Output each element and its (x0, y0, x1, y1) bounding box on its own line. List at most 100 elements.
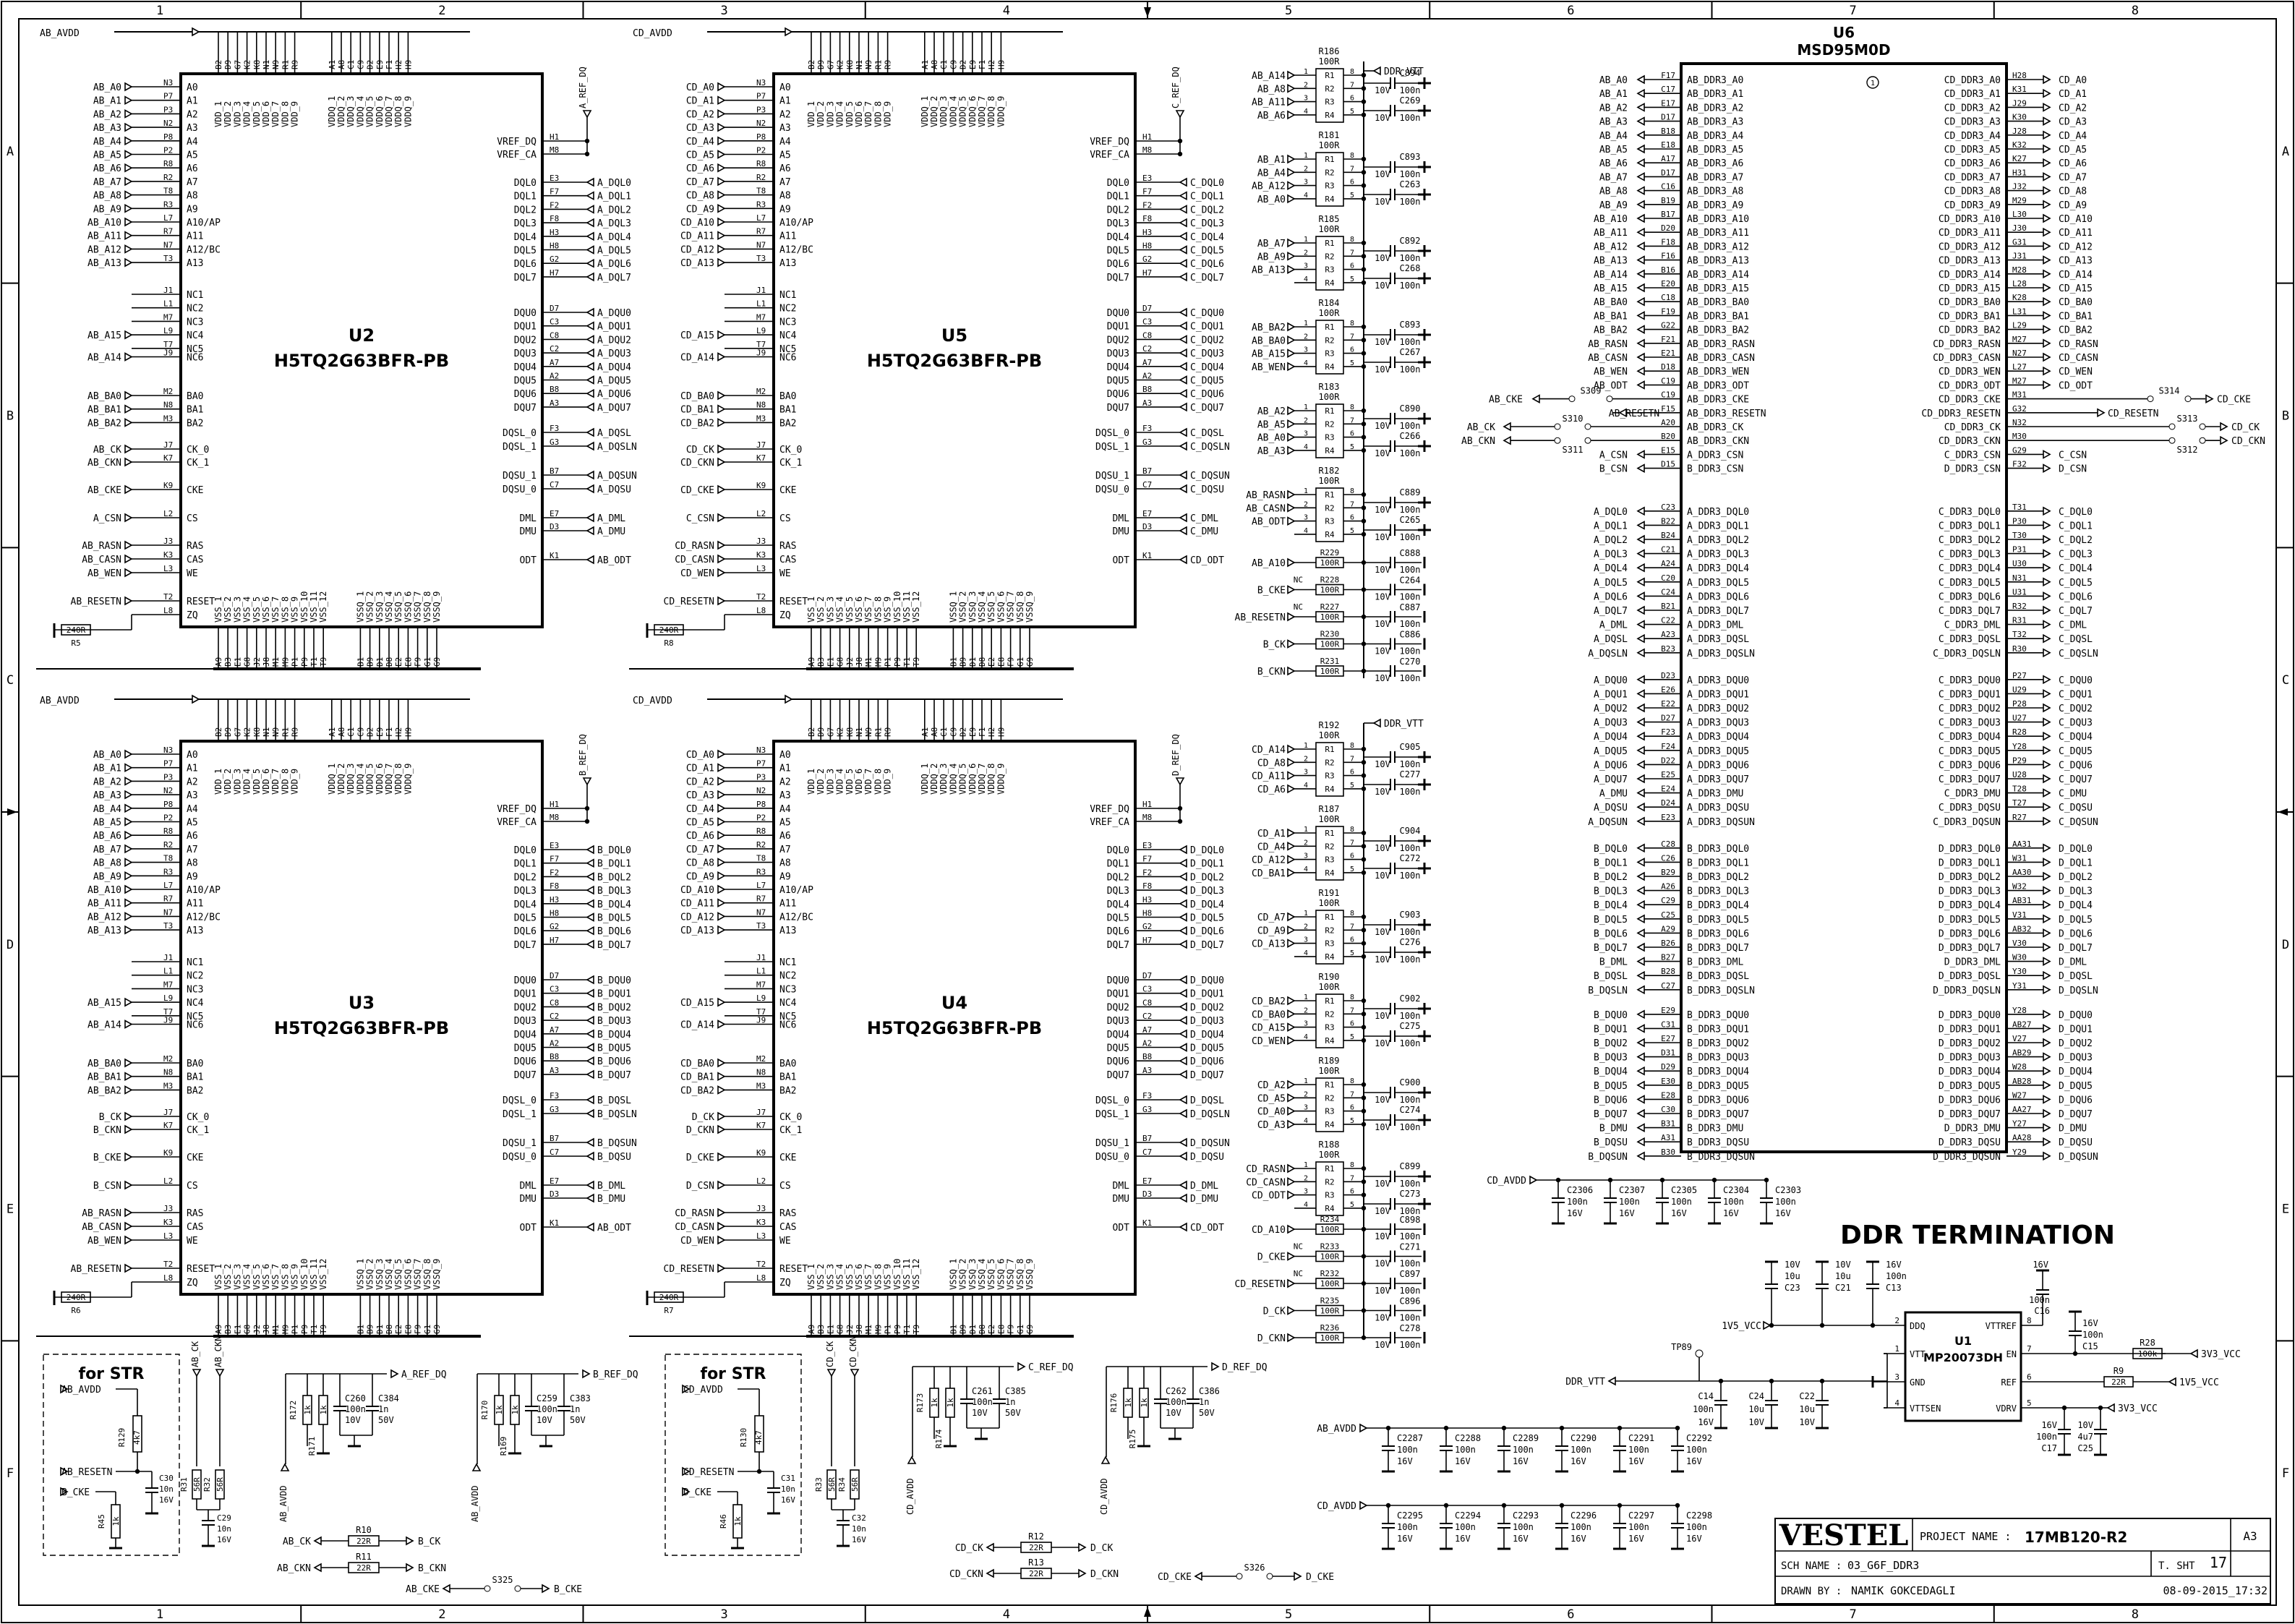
pin-number: C21 (1661, 545, 1675, 555)
pin-number: E3 (550, 174, 559, 183)
pin-name: VREF_DQ (497, 804, 537, 815)
cap-value: 1n (570, 1404, 580, 1414)
net-label: CD_A4 (686, 137, 714, 148)
border-row-label: F (2282, 1466, 2289, 1481)
net-label: AB_A0 (1257, 433, 1286, 444)
pin-number: P9 (300, 1325, 309, 1334)
net-label: CD_A6 (1257, 785, 1286, 795)
pin-name: VSSQ_1 (355, 1259, 365, 1290)
pin-number: 2 (1304, 1174, 1308, 1182)
pin-number: N31 (2012, 573, 2027, 583)
pin-number: E20 (1661, 279, 1675, 289)
rpack-element: R2 (1325, 503, 1334, 513)
pin-name: A8 (779, 191, 791, 202)
pin-number: E3 (1142, 841, 1152, 850)
pin-name: B_DDR3_DQSU (1687, 1137, 1749, 1148)
net-flag (2043, 816, 2051, 826)
net-label: CD_A7 (2059, 172, 2087, 183)
pin-number: P1 (884, 1325, 893, 1334)
pin-name: A12/BC (187, 244, 221, 255)
pin-name: B_DDR3_CSN (1687, 464, 1743, 475)
rpack-element: R1 (1325, 71, 1334, 80)
net-flag (1287, 181, 1296, 190)
net-flag (542, 1584, 550, 1594)
rpack-ref: R181 (1319, 130, 1340, 140)
pin-number: G9 (432, 1325, 442, 1334)
cap-voltage: 10V (1375, 1259, 1390, 1269)
pin-number: D7 (1142, 304, 1152, 313)
pin-number: A23 (1661, 630, 1675, 639)
pin-number: 3 (1304, 1188, 1308, 1196)
pin-number: C1 (939, 727, 949, 737)
pin-number: F3 (1142, 424, 1152, 433)
pin-name: VSS_8 (280, 597, 290, 623)
pin-name: VDD_1 (213, 769, 223, 795)
pin-number: D17 (1661, 168, 1675, 177)
cap-value: 10n (852, 1524, 866, 1534)
pin-number: R1 (281, 60, 290, 69)
pin-name: B_DDR3_DQSL (1687, 971, 1749, 982)
pin-name: B_DDR3_DQL7 (1687, 943, 1749, 954)
pin-number: P8 (756, 800, 766, 809)
pin-number: E1 (233, 1325, 242, 1334)
pin-name: A11 (779, 231, 796, 242)
pin-number: C20 (1661, 573, 1675, 583)
net-flag (586, 484, 594, 494)
pin-number: N8 (756, 1068, 766, 1077)
pin-name: VSSQ_4 (384, 1259, 394, 1290)
net-label: D_DQL3 (1190, 886, 1224, 897)
pin-name: VDDQ_2 (336, 96, 346, 127)
cap-voltage: 10V (1375, 1206, 1390, 1216)
pin-number: T3 (163, 254, 173, 263)
border-col-label: 6 (1567, 4, 1574, 18)
net-flag (1636, 450, 1645, 459)
pin-name: VREF_CA (497, 817, 537, 828)
pin-number: K2 (243, 727, 252, 737)
pin-number: 4 (1304, 866, 1308, 873)
net-flag (586, 1193, 594, 1203)
pin-name: VSS_12 (911, 591, 921, 623)
net-flag (2043, 506, 2051, 516)
pin-number: E29 (1661, 1006, 1675, 1015)
pin-number: A1 (920, 727, 930, 737)
pin-name: DQL0 (514, 845, 537, 856)
pin-number: Y29 (2012, 1148, 2027, 1157)
net-label: B_REF_DQ (593, 1369, 638, 1380)
net-flag (717, 1263, 726, 1273)
cap-value: 100n (1400, 1122, 1421, 1132)
net-label: AB_CK (1467, 422, 1495, 433)
net-label: AB_RESETN (71, 597, 121, 607)
pin-number: E3 (1142, 174, 1152, 183)
pin-number: U31 (2012, 587, 2027, 597)
dram-u2: U2H5TQ2G63BFR-PBAB_AVDDB2VDD_1D9VDD_2G7V… (36, 27, 637, 670)
junction (1361, 614, 1367, 620)
pin-number: J9 (756, 349, 766, 358)
border-row-label: B (2282, 409, 2289, 424)
net-label: AB_A2 (1599, 103, 1628, 114)
net-label: C_DQL4 (2059, 563, 2093, 574)
pin-name: VSSQ_2 (958, 1259, 968, 1290)
net-label: CD_A2 (686, 777, 714, 787)
pin-number: E8 (403, 1325, 413, 1334)
net-label: B_DQU0 (1594, 1010, 1628, 1021)
resistor-ref: R173 (915, 1393, 925, 1413)
resistor-value: 100R (1320, 1279, 1340, 1288)
cap-value: 100n (1400, 1011, 1421, 1021)
resistor-ref: R235 (1320, 1296, 1340, 1306)
net-flag (2043, 463, 2051, 473)
chip-part: H5TQ2G63BFR-PB (867, 351, 1042, 371)
net-label: A_DQU6 (1594, 760, 1628, 771)
resistor-value: 1k (495, 1405, 504, 1415)
net-flag (717, 1221, 726, 1231)
pin-number: G7 (233, 60, 242, 69)
pin-name: VSS_5 (845, 597, 855, 623)
rpack-element: R4 (1325, 1204, 1335, 1213)
pin-name: VDDQ_7 (384, 96, 394, 127)
cap-value: 4u7 (2077, 1432, 2093, 1442)
cap-value: 100n (1513, 1445, 1534, 1455)
net-label: CD_RESETN (683, 1467, 734, 1478)
cap-ref: C894 (1400, 68, 1421, 78)
pin-number: J3 (163, 1204, 173, 1213)
